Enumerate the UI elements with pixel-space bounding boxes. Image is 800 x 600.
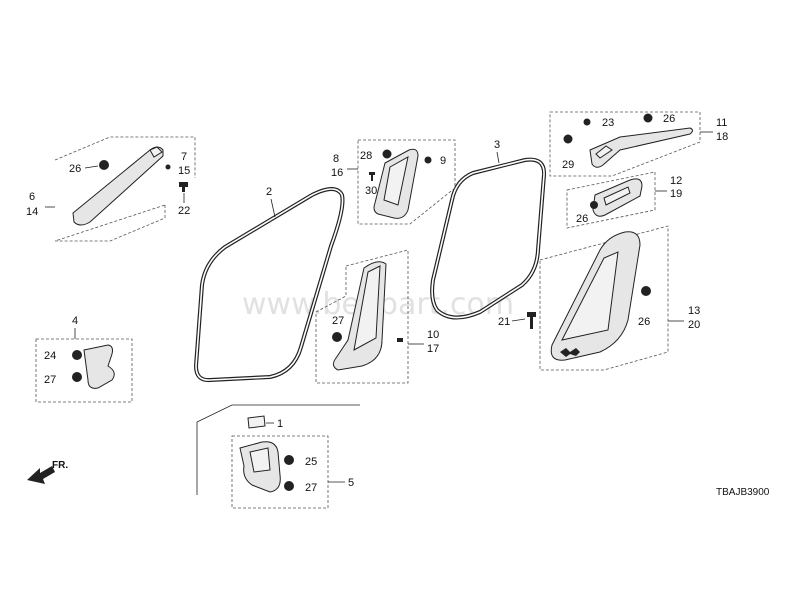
clip-23 [583,118,591,126]
callout-15: 15 [178,165,190,177]
clip-26-d [641,286,651,296]
side-cover-part-4 [83,344,115,389]
callout-7: 7 [181,151,187,163]
callout-19: 19 [670,188,682,200]
callout-4: 4 [72,315,78,327]
callout-8: 8 [333,153,339,165]
callout-17: 17 [427,343,439,355]
rear-pillar-upper-garnish [589,127,693,168]
callout-30: 30 [365,185,377,197]
callout-6: 6 [29,191,35,203]
clip-24 [72,350,82,360]
callout-22: 22 [178,205,190,217]
callout-26-a: 26 [69,163,81,175]
callout-25: 25 [305,456,317,468]
callout-9: 9 [440,155,446,167]
group-6-14-front-pillar-garnish [54,136,196,242]
callout-27-c: 27 [305,482,317,494]
screw-7 [165,164,171,170]
clip-27-b [72,372,82,382]
direction-label: FR. [52,460,68,471]
group-12-19-rear-pillar-bracket [566,171,656,229]
callout-26-d: 26 [638,316,650,328]
front-pillar-garnish [72,146,164,226]
callout-26-c: 26 [576,213,588,225]
callout-18: 18 [716,131,728,143]
screw-30 [369,172,375,181]
clip-22 [179,182,188,192]
bolt-21 [527,312,536,329]
small-cover-1 [247,415,266,429]
callout-20: 20 [688,319,700,331]
callout-26-b: 26 [663,113,675,125]
callout-3: 3 [494,139,500,151]
callout-11: 11 [716,117,727,129]
clip-9 [424,156,432,164]
callout-14: 14 [26,206,38,218]
callout-27-a: 27 [332,315,344,327]
front-door-weatherstrip [193,187,345,383]
group-8-16-center-pillar-upper [357,139,456,225]
clip-25 [284,455,294,465]
callout-5: 5 [348,477,354,489]
reference-code: TBAJB3900 [716,487,770,498]
group-4-side-cover [35,338,133,403]
callout-28: 28 [360,150,372,162]
rear-door-weatherstrip [430,157,547,320]
callout-13: 13 [688,305,700,317]
front-direction-arrow [27,466,55,484]
group-11-18-rear-pillar-upper [549,111,701,177]
callout-16: 16 [331,167,343,179]
callout-10: 10 [427,329,439,341]
callout-12: 12 [670,175,682,187]
clip-26-c [590,201,598,209]
clip-27-c [284,481,294,491]
callout-23: 23 [602,117,614,129]
clip-29 [563,134,573,144]
clip-28 [382,149,392,159]
callout-21: 21 [498,316,510,328]
callout-2: 2 [266,186,272,198]
callout-24: 24 [44,350,56,362]
group-13-20-rear-pillar-lower [527,225,669,371]
clip-26-a [99,160,109,170]
clip-27-a [332,332,342,342]
group-1-5-kick-panel [196,404,360,509]
callout-29: 29 [562,159,574,171]
callout-1: 1 [277,418,283,430]
clip-26-b [643,113,653,123]
group-10-17-center-pillar-lower [315,249,409,384]
callout-27-b: 27 [44,374,56,386]
